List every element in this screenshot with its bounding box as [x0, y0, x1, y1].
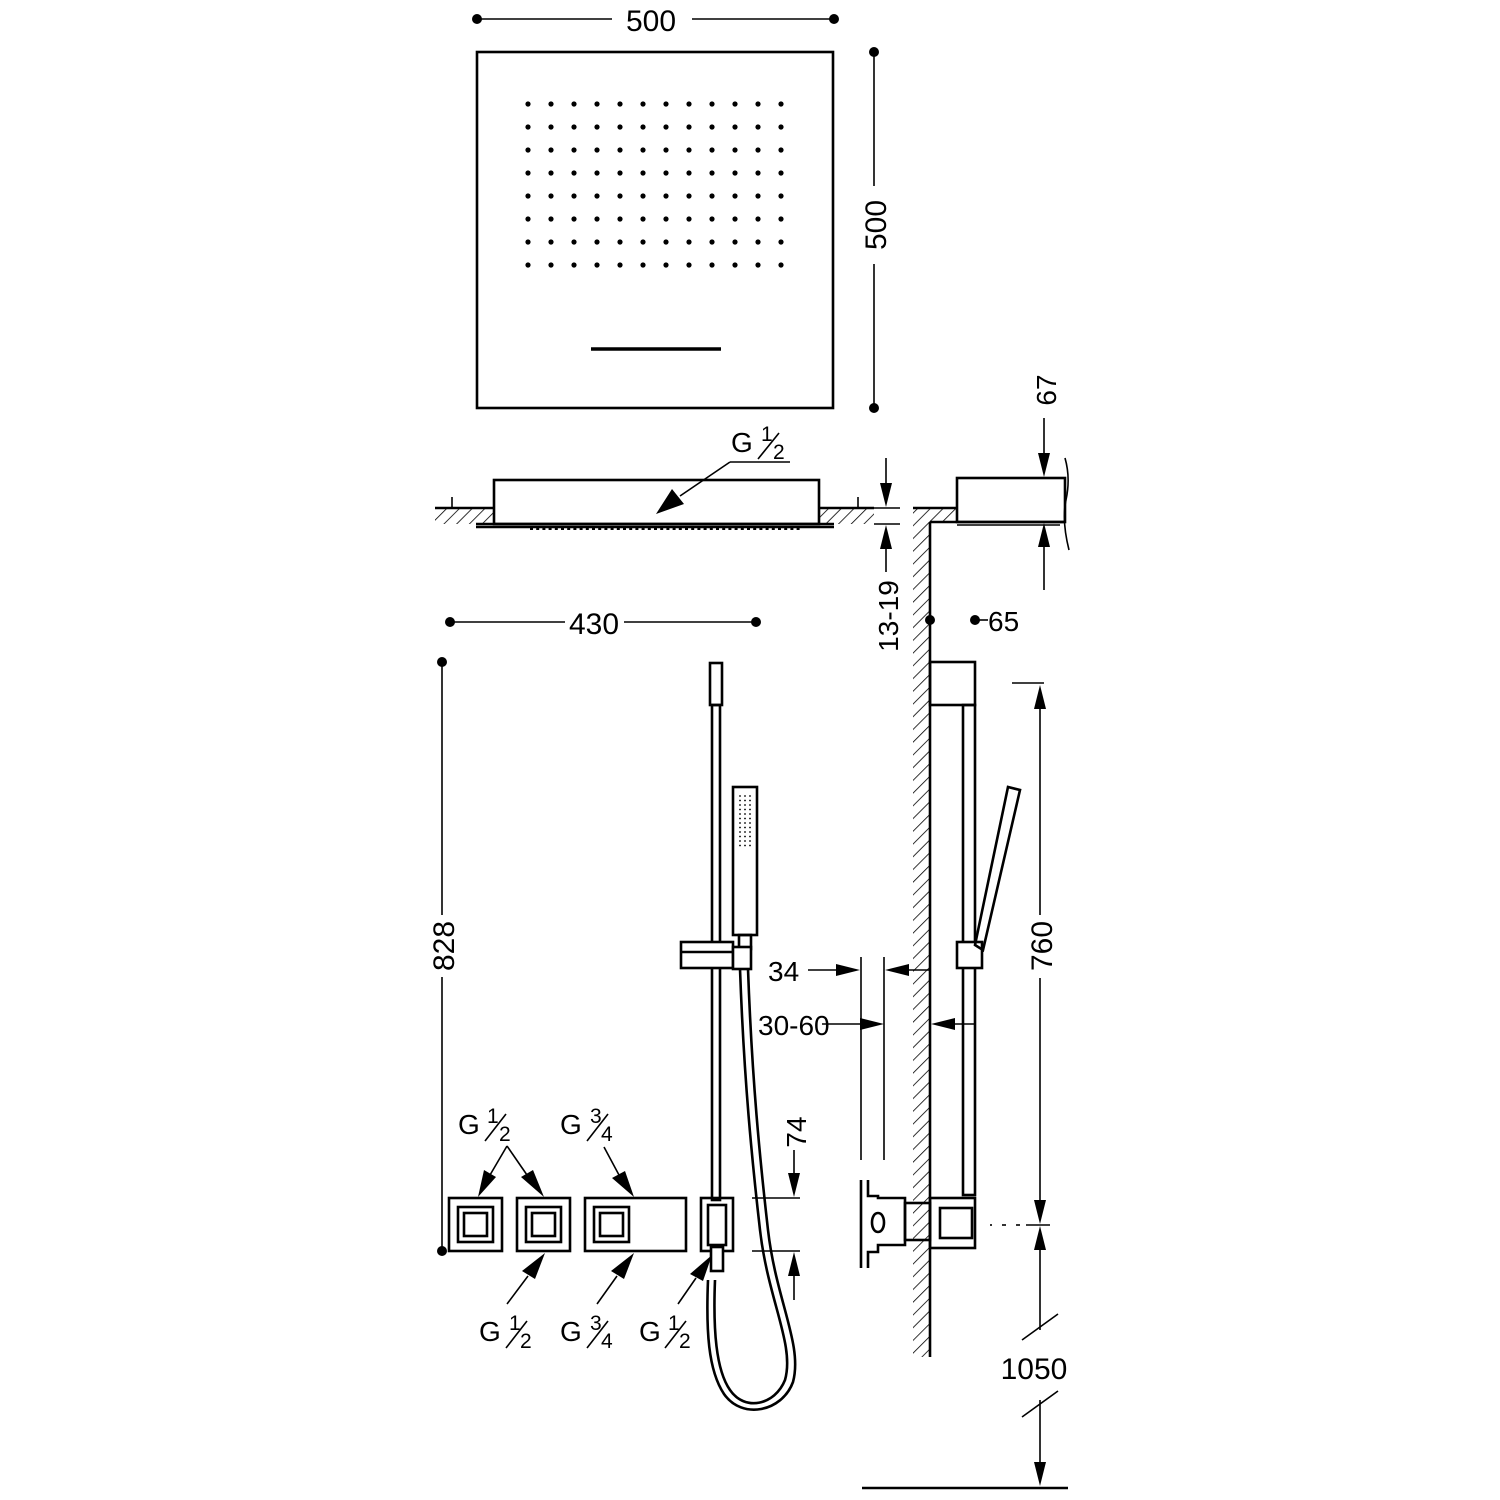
svg-text:1: 1 [487, 1105, 499, 1128]
ceiling-section [435, 478, 874, 530]
concealed-valve-body [859, 1180, 932, 1268]
dimension-bar-offset: 65 [925, 606, 1019, 637]
svg-text:G: G [639, 1316, 661, 1347]
floor-height-label: 1050 [1001, 1353, 1068, 1386]
valve-gap-label: 74 [781, 1116, 812, 1147]
head-width-label: 500 [626, 5, 676, 38]
dimension-column-width: 430 [445, 608, 761, 641]
label-valve-bottom-right: G 1 2 [639, 1255, 712, 1353]
label-valve-top-left: G 1 2 [458, 1105, 544, 1197]
dimension-bar-length: 760 [990, 682, 1059, 1226]
hand-shower-nozzles [739, 795, 751, 847]
svg-text:2: 2 [679, 1330, 691, 1353]
label-valve-bottom-mid: G 3 4 [560, 1253, 634, 1353]
wall-section [913, 506, 957, 1357]
label-valve-top-right: G 3 4 [560, 1105, 634, 1197]
valve-stop-left [447, 1196, 504, 1253]
nozzle-side-row [530, 527, 800, 530]
svg-text:G: G [458, 1109, 480, 1140]
svg-text:4: 4 [601, 1330, 613, 1353]
slide-bar-side [928, 660, 1022, 1250]
dimension-head-height: 500 [860, 47, 893, 413]
dimension-recess-depth: 13-19 [873, 458, 904, 652]
thermostatic-mixer [583, 1196, 688, 1253]
svg-text:2: 2 [499, 1123, 511, 1146]
dimension-valve-gap: 74 [752, 1116, 812, 1300]
head-depth-label: 67 [1031, 374, 1062, 405]
shower-hose [706, 968, 797, 1411]
shower-head-side-view [955, 457, 1070, 551]
svg-text:1: 1 [761, 423, 773, 446]
wall-range-label: 30-60 [758, 1010, 830, 1041]
hand-shower-front [731, 785, 759, 951]
total-height-label: 828 [428, 921, 461, 971]
recess-depth-label: 13-19 [873, 580, 904, 652]
valve-stop-right [515, 1196, 572, 1253]
svg-text:2: 2 [773, 441, 785, 464]
head-inlet-label: G 1 2 [656, 423, 790, 514]
svg-text:1: 1 [668, 1312, 680, 1335]
svg-text:2: 2 [520, 1330, 532, 1353]
dimension-total-height: 828 [428, 657, 461, 1256]
svg-text:G: G [731, 427, 753, 458]
svg-text:4: 4 [601, 1123, 613, 1146]
dimension-floor-height: 1050 [862, 1226, 1068, 1490]
slider-holder-front [679, 940, 753, 971]
wall-outlet-front [699, 1196, 735, 1273]
nozzle-grid [525, 101, 784, 268]
svg-text:3: 3 [590, 1105, 602, 1128]
svg-text:3: 3 [590, 1312, 602, 1335]
shower-head-top-view [475, 50, 835, 410]
dimension-head-width: 500 [472, 5, 839, 38]
dimension-wall-range: 30-60 [758, 1010, 975, 1041]
label-valve-bottom-left: G 1 2 [479, 1253, 545, 1353]
dimension-head-depth: 67 [1031, 374, 1062, 590]
svg-text:1: 1 [509, 1312, 521, 1335]
head-height-label: 500 [860, 200, 893, 250]
bar-length-label: 760 [1026, 921, 1059, 971]
svg-text:G: G [479, 1316, 501, 1347]
svg-text:G: G [560, 1109, 582, 1140]
svg-text:G: G [560, 1316, 582, 1347]
bar-offset-label: 65 [988, 606, 1019, 637]
wall-distance-label: 34 [768, 956, 799, 987]
shower-head-outline [475, 50, 835, 410]
dimension-wall-distance: 34 [768, 956, 930, 1160]
column-width-label: 430 [569, 608, 619, 641]
shower-head-body-side [492, 478, 821, 526]
